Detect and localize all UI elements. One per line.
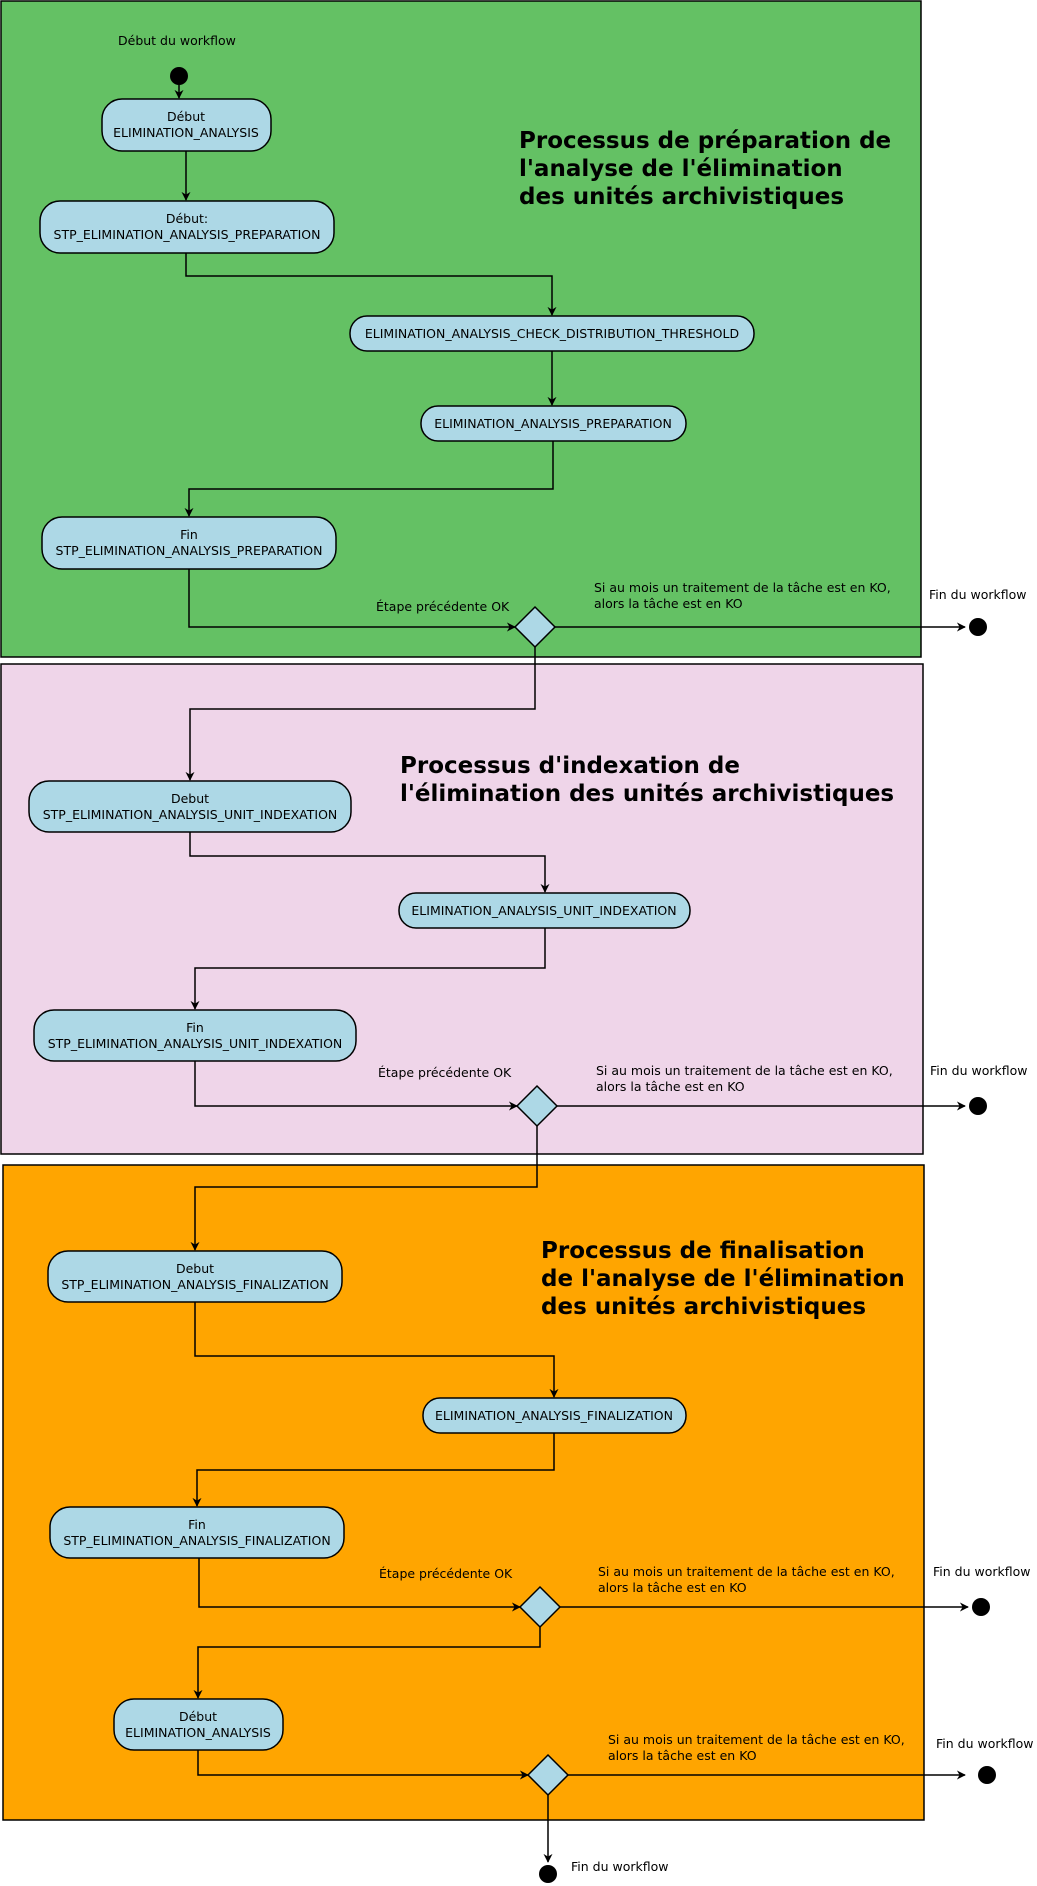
- connector: [194, 1061, 518, 1111]
- start-label: Début du workflow: [118, 33, 236, 48]
- svg-text:STP_ELIMINATION_ANALYSIS_FINAL: STP_ELIMINATION_ANALYSIS_FINALIZATION: [61, 1277, 328, 1292]
- svg-text:STP_ELIMINATION_ANALYSIS_UNIT_: STP_ELIMINATION_ANALYSIS_UNIT_INDEXATION: [43, 807, 338, 822]
- section-finalization-title: Processus de finalisation de l'analyse d…: [541, 1238, 913, 1320]
- action-node-fin-stp-preparation: Fin STP_ELIMINATION_ANALYSIS_PREPARATION: [41, 516, 337, 570]
- end-label: Fin du workflow: [930, 1063, 1027, 1078]
- connector: [188, 569, 516, 632]
- action-node-fin-stp-finalization: Fin STP_ELIMINATION_ANALYSIS_FINALIZATIO…: [49, 1506, 345, 1559]
- action-node-debut-elimination-analysis-final: Début ELIMINATION_ANALYSIS: [113, 1698, 284, 1751]
- action-node-fin-stp-unit-indexation: Fin STP_ELIMINATION_ANALYSIS_UNIT_INDEXA…: [33, 1009, 357, 1062]
- decision-ok-label: Étape précédente OK: [376, 599, 510, 614]
- connector: [189, 832, 550, 893]
- end-node: [978, 1766, 996, 1784]
- connector: [198, 1558, 521, 1612]
- svg-text:ELIMINATION_ANALYSIS_FINALIZAT: ELIMINATION_ANALYSIS_FINALIZATION: [435, 1408, 673, 1423]
- svg-text:Fin: Fin: [188, 1517, 206, 1532]
- connector: [190, 928, 546, 1010]
- action-node-debut-elimination-analysis: Début ELIMINATION_ANALYSIS: [101, 98, 272, 152]
- action-node-debut-stp-unit-indexation: Debut STP_ELIMINATION_ANALYSIS_UNIT_INDE…: [28, 780, 352, 833]
- svg-text:Debut: Debut: [171, 791, 209, 806]
- action-node-elimination-analysis-unit-indexation: ELIMINATION_ANALYSIS_UNIT_INDEXATION: [398, 892, 691, 929]
- decision-ok-label: Étape précédente OK: [378, 1065, 512, 1080]
- connector: [192, 1433, 555, 1507]
- decision-diamond: [513, 605, 557, 649]
- connector: [185, 253, 557, 316]
- connector: [194, 1302, 559, 1398]
- section-indexation-title: Processus d'indexation de l'élimination …: [400, 753, 894, 807]
- connector: [184, 441, 554, 517]
- connector: [190, 1126, 538, 1251]
- decision-ko-label: Si au mois un traitement de la tâche est…: [608, 1732, 909, 1763]
- end-label: Fin du workflow: [933, 1564, 1030, 1579]
- svg-text:STP_ELIMINATION_ANALYSIS_PREPA: STP_ELIMINATION_ANALYSIS_PREPARATION: [56, 543, 323, 558]
- decision-diamond: [526, 1753, 570, 1797]
- svg-text:STP_ELIMINATION_ANALYSIS_FINAL: STP_ELIMINATION_ANALYSIS_FINALIZATION: [63, 1533, 330, 1548]
- action-node-elimination-analysis-finalization: ELIMINATION_ANALYSIS_FINALIZATION: [422, 1397, 687, 1434]
- action-node-debut-stp-finalization: Debut STP_ELIMINATION_ANALYSIS_FINALIZAT…: [47, 1250, 343, 1303]
- svg-text:ELIMINATION_ANALYSIS_PREPARATI: ELIMINATION_ANALYSIS_PREPARATION: [434, 416, 672, 431]
- connectors-section-2: [189, 832, 966, 1251]
- action-node-check-distribution-threshold: ELIMINATION_ANALYSIS_CHECK_DISTRIBUTION_…: [349, 315, 755, 352]
- svg-text:Fin: Fin: [180, 527, 198, 542]
- svg-text:ELIMINATION_ANALYSIS_UNIT_INDE: ELIMINATION_ANALYSIS_UNIT_INDEXATION: [411, 903, 676, 918]
- start-node: [170, 67, 188, 85]
- end-node: [969, 1097, 987, 1115]
- svg-text:ELIMINATION_ANALYSIS: ELIMINATION_ANALYSIS: [113, 125, 259, 140]
- end-label: Fin du workflow: [936, 1736, 1033, 1751]
- end-node: [972, 1598, 990, 1616]
- decision-ko-label: Si au mois un traitement de la tâche est…: [594, 580, 895, 611]
- svg-text:ELIMINATION_ANALYSIS: ELIMINATION_ANALYSIS: [125, 1725, 271, 1740]
- svg-text:ELIMINATION_ANALYSIS_CHECK_DIS: ELIMINATION_ANALYSIS_CHECK_DISTRIBUTION_…: [365, 326, 739, 341]
- svg-text:Fin: Fin: [186, 1020, 204, 1035]
- svg-text:Début: Début: [167, 109, 205, 124]
- svg-text:Debut: Debut: [176, 1261, 214, 1276]
- connector: [193, 1627, 541, 1699]
- svg-text:Début: Début: [179, 1709, 217, 1724]
- end-node: [969, 618, 987, 636]
- svg-text:Début:: Début:: [166, 211, 208, 226]
- action-node-elimination-analysis-preparation: ELIMINATION_ANALYSIS_PREPARATION: [420, 405, 687, 442]
- decision-diamond: [518, 1585, 562, 1629]
- decision-ko-label: Si au mois un traitement de la tâche est…: [596, 1063, 897, 1094]
- connector: [197, 1750, 529, 1780]
- end-node: [539, 1865, 557, 1883]
- connectors-section-1: [174, 85, 966, 781]
- connectors-section-3: [192, 1302, 969, 1863]
- connector: [185, 647, 536, 781]
- decision-diamond: [515, 1084, 559, 1128]
- end-label: Fin du workflow: [571, 1859, 668, 1874]
- section-preparation-title: Processus de préparation de l'analyse de…: [519, 128, 899, 210]
- svg-text:STP_ELIMINATION_ANALYSIS_PREPA: STP_ELIMINATION_ANALYSIS_PREPARATION: [54, 227, 321, 242]
- action-node-debut-stp-preparation: Début: STP_ELIMINATION_ANALYSIS_PREPARAT…: [39, 200, 335, 254]
- end-label: Fin du workflow: [929, 587, 1026, 602]
- decision-ok-label: Étape précédente OK: [379, 1566, 513, 1581]
- svg-text:STP_ELIMINATION_ANALYSIS_UNIT_: STP_ELIMINATION_ANALYSIS_UNIT_INDEXATION: [48, 1036, 343, 1051]
- decision-ko-label: Si au mois un traitement de la tâche est…: [598, 1564, 899, 1595]
